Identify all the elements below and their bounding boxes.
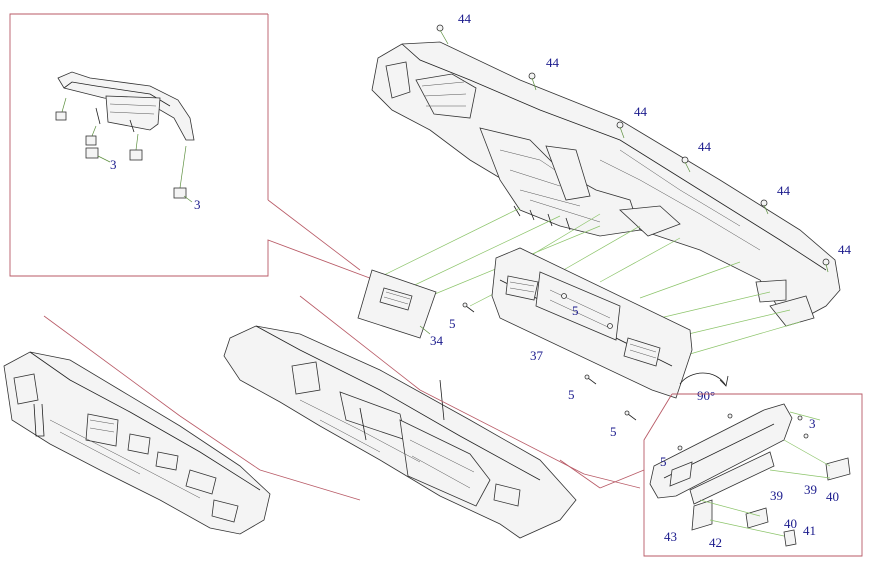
callout-37: 37 [530,348,544,363]
red-lead-lines [43,295,641,501]
rotation-label: 90° [697,388,715,403]
callout-5: 5 [449,316,456,331]
callout-42: 42 [709,535,722,550]
callout-40: 40 [826,489,839,504]
left-dashboard-view [3,351,271,535]
detail-frame-upper-left [9,13,376,281]
callout-41: 41 [803,523,816,538]
detail-frame-lower-right [559,393,863,557]
main-dashboard-assembly [371,41,841,327]
screws-5 [462,302,637,421]
callout-3: 3 [809,416,816,431]
callout-3: 3 [194,197,201,212]
callout-44: 44 [458,11,472,26]
callout-40: 40 [784,516,797,531]
callout-5: 5 [568,387,575,402]
callout-3: 3 [110,157,117,172]
middle-dashboard-view [223,325,577,539]
callout-44: 44 [698,139,712,154]
callout-5: 5 [572,303,579,318]
callout-44: 44 [634,104,648,119]
rotation-arrow [679,372,729,387]
callout-43: 43 [664,529,677,544]
bezel-37 [491,247,693,399]
callout-44: 44 [838,242,852,257]
callout-44: 44 [546,55,560,70]
callout-44: 44 [777,183,791,198]
fasteners-44 [436,24,830,273]
callout-5: 5 [660,454,667,469]
callout-34: 34 [430,333,444,348]
callout-5: 5 [610,424,617,439]
glovebox-lid-detail [55,71,195,203]
panel-34 [357,269,437,339]
assembly-lines [377,207,801,355]
callout-39: 39 [804,482,817,497]
callout-39: 39 [770,488,783,503]
bezel-detail-rear [649,403,851,547]
